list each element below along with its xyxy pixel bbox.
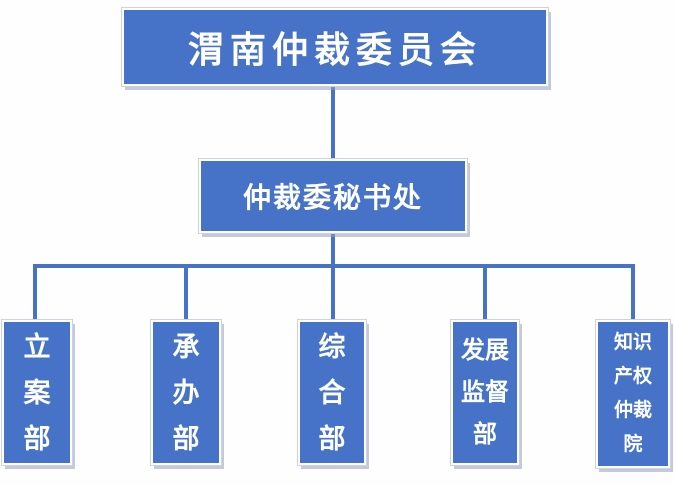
org-root-box: 渭南仲裁委员会 [124,10,546,84]
connector-drop-ip-arbitration-court [631,264,635,322]
dept-box-development-supervision: 发展 监督 部 [453,322,517,463]
dept-label-general-affairs: 综 合 部 [318,331,346,454]
dept-label-case-handling: 承 办 部 [172,331,200,454]
dept-box-ip-arbitration-court: 知识 产权 仲裁 院 [598,322,668,466]
dept-box-general-affairs: 综 合 部 [300,322,364,463]
dept-label-case-filing: 立 案 部 [23,331,51,454]
connector-drop-case-handling [184,264,188,322]
connector-root-to-secretariat [331,84,335,162]
connector-drop-case-filing [33,264,37,322]
connector-drop-development-supervision [483,264,487,322]
connector-horizontal-bus [33,264,635,268]
dept-box-case-handling: 承 办 部 [153,322,219,463]
dept-label-ip-arbitration-court: 知识 产权 仲裁 院 [613,332,652,455]
connector-secretariat-trunk [331,233,335,322]
org-secretariat-label: 仲裁委秘书处 [242,183,423,214]
dept-label-development-supervision: 发展 监督 部 [461,337,509,448]
dept-box-case-filing: 立 案 部 [4,322,70,463]
org-root-label: 渭南仲裁委员会 [187,30,482,70]
org-secretariat-box: 仲裁委秘书处 [201,161,465,231]
